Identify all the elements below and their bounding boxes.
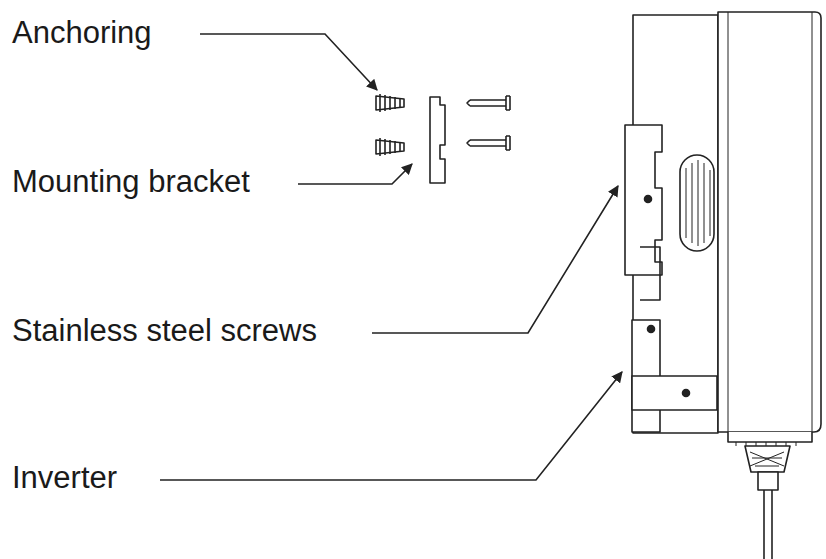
part-label: Mounting bracket bbox=[12, 165, 250, 199]
leader-line bbox=[160, 34, 622, 480]
mounting-bracket bbox=[430, 97, 445, 183]
anchor-plug bbox=[376, 94, 404, 156]
part-label: Inverter bbox=[12, 461, 117, 495]
screw bbox=[467, 96, 510, 150]
inverter-body bbox=[625, 12, 821, 559]
part-label: Anchoring bbox=[12, 16, 152, 50]
part-label: Stainless steel screws bbox=[12, 314, 317, 348]
